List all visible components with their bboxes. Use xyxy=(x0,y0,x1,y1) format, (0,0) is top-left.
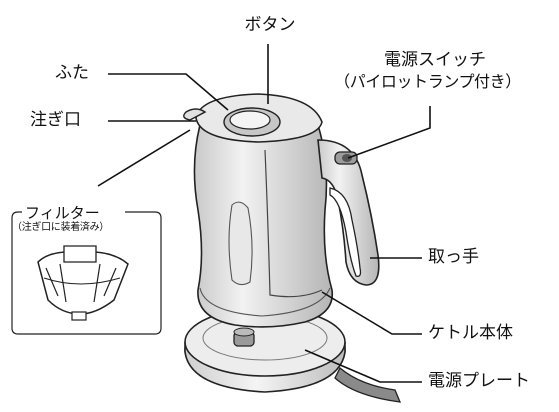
label-lid: ふた xyxy=(55,63,89,83)
handle-shape xyxy=(317,139,380,286)
label-spout: 注ぎ口 xyxy=(30,110,81,130)
label-power-switch: 電源スイッチ xyxy=(384,50,486,70)
label-power-plate: 電源プレート xyxy=(428,371,530,391)
label-button: ボタン xyxy=(244,15,296,35)
lid-shape xyxy=(183,93,323,143)
leader-plate xyxy=(304,349,422,383)
filter-inset xyxy=(11,211,162,335)
leader-filter xyxy=(97,129,191,187)
label-filter: フィルター xyxy=(22,205,103,222)
label-power-switch-note: （パイロットランプ付き） xyxy=(334,72,521,91)
leader-switch xyxy=(347,106,431,159)
power-plate-shape xyxy=(184,307,346,393)
power-cord xyxy=(334,366,402,403)
label-kettle-body: ケトル本体 xyxy=(428,323,513,343)
leader-lid xyxy=(108,73,229,111)
label-filter-note: （注ぎ口に装着済み） xyxy=(12,222,109,233)
label-handle: 取っ手 xyxy=(428,247,479,267)
kettle-body-shape xyxy=(193,124,334,328)
leader-body xyxy=(321,291,422,335)
leader-lines xyxy=(97,44,431,383)
